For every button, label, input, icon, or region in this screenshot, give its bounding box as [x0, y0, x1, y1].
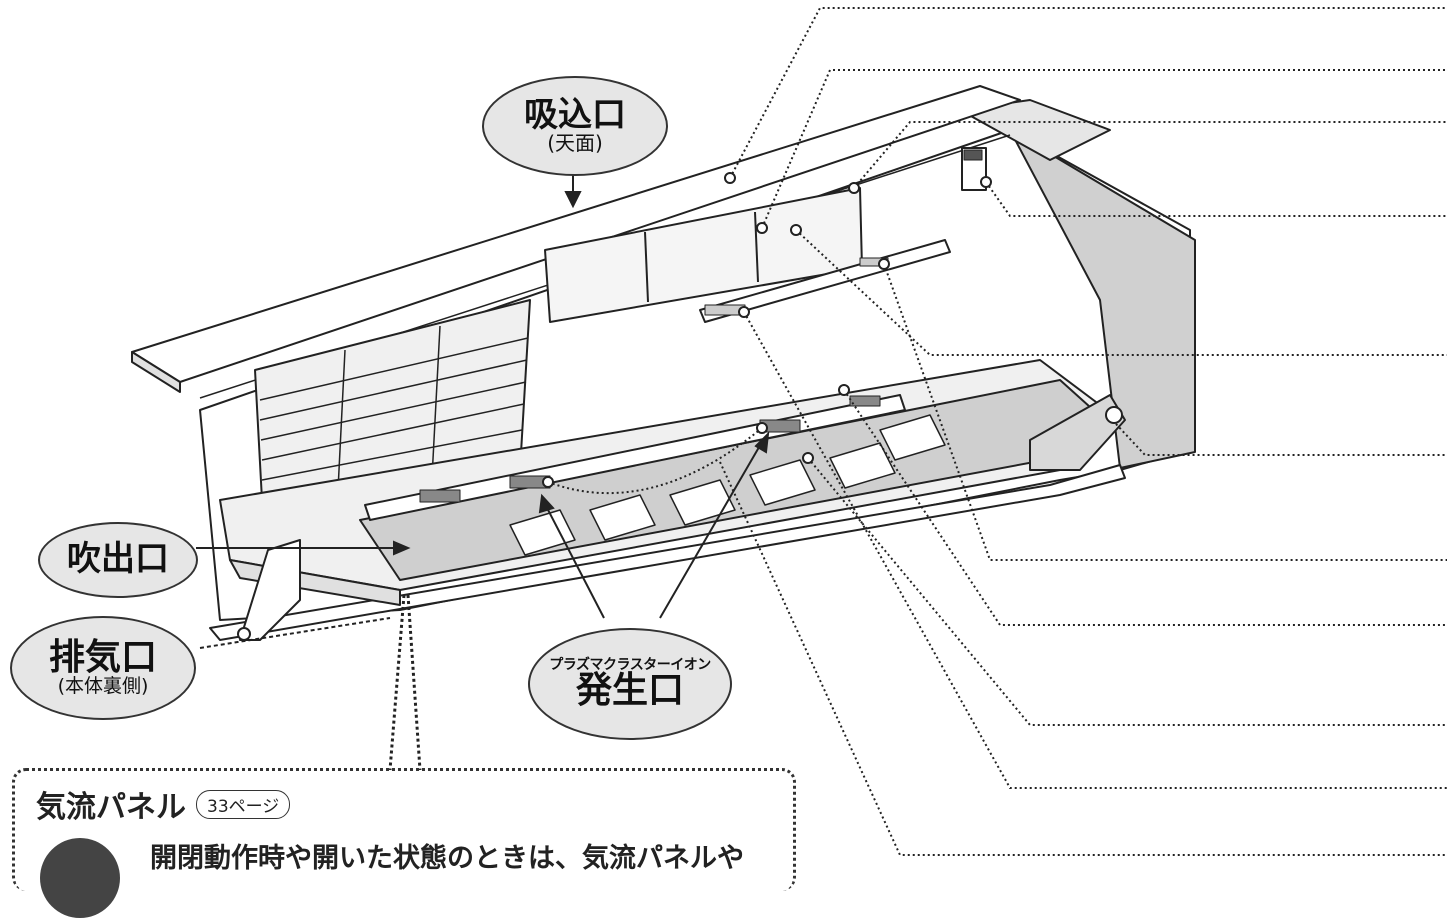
unit-drawing [131, 85, 1196, 641]
intake-label: 吸込口 [524, 94, 626, 135]
warning-icon [40, 838, 120, 918]
intake-callout: 吸込口 (天面) [482, 76, 668, 176]
plasma-ion-label: 発生口 [575, 670, 684, 712]
panel-leader [388, 594, 422, 771]
exhaust-sublabel: (本体裏側) [57, 674, 149, 697]
plasma-ion-callout: プラズマクラスターイオン 発生口 [528, 628, 732, 740]
exhaust-callout: 排気口 (本体裏側) [10, 616, 196, 720]
arrows [196, 172, 770, 649]
airflow-panel-notice: 開閉動作時や開いた状態のときは、気流パネルや [150, 843, 744, 874]
intake-sublabel: (天面) [547, 131, 603, 156]
plasma-ion-name: プラズマクラスターイオン [549, 656, 711, 673]
airflow-panel-heading: 気流パネル 33ページ [36, 782, 291, 826]
outlet-label: 吹出口 [67, 539, 169, 580]
leader-lines [547, 7, 1447, 856]
airflow-panel-box [12, 768, 796, 891]
outlet-callout: 吹出口 [38, 522, 198, 598]
page-reference: 33ページ [196, 789, 291, 819]
airflow-panel-title: 気流パネル [36, 790, 186, 825]
exhaust-label: 排気口 [48, 637, 157, 679]
air-conditioner-diagram [131, 7, 1447, 856]
leader-markers [542, 172, 992, 488]
